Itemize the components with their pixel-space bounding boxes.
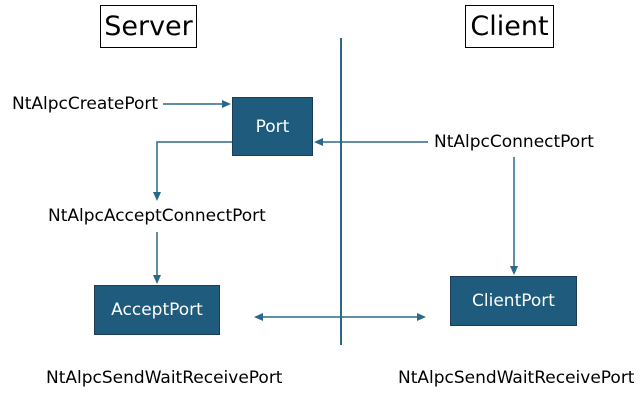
accept-to-acceptport-arrowhead — [153, 275, 161, 284]
connect-to-clientport-arrowhead — [510, 266, 518, 275]
port-node-label: Port — [255, 116, 290, 137]
clientport-node-label: ClientPort — [472, 291, 555, 311]
clientport-node: ClientPort — [450, 276, 577, 326]
connect-port-label: NtAlpcConnectPort — [434, 132, 594, 152]
message-exchange-right-arrowhead — [417, 313, 426, 321]
server-header-label: Server — [104, 11, 193, 42]
acceptport-node-label: AcceptPort — [111, 300, 203, 320]
server-header: Server — [100, 5, 197, 48]
port-node: Port — [232, 97, 313, 156]
accept-connect-port-label: NtAlpcAcceptConnectPort — [48, 206, 266, 226]
port-to-accept-arrow — [156, 141, 232, 193]
client-header: Client — [465, 5, 554, 48]
create-port-label: NtAlpcCreatePort — [12, 94, 159, 114]
client-header-label: Client — [470, 11, 549, 42]
client-send-wait-receive-label: NtAlpcSendWaitReceivePort — [398, 368, 635, 388]
acceptport-node: AcceptPort — [94, 285, 220, 335]
server-send-wait-receive-label: NtAlpcSendWaitReceivePort — [46, 368, 283, 388]
connect-to-port-arrowhead — [314, 138, 323, 146]
create-to-port-arrowhead — [222, 100, 231, 108]
port-to-accept-arrowhead — [153, 192, 161, 201]
message-exchange-left-arrowhead — [254, 313, 263, 321]
